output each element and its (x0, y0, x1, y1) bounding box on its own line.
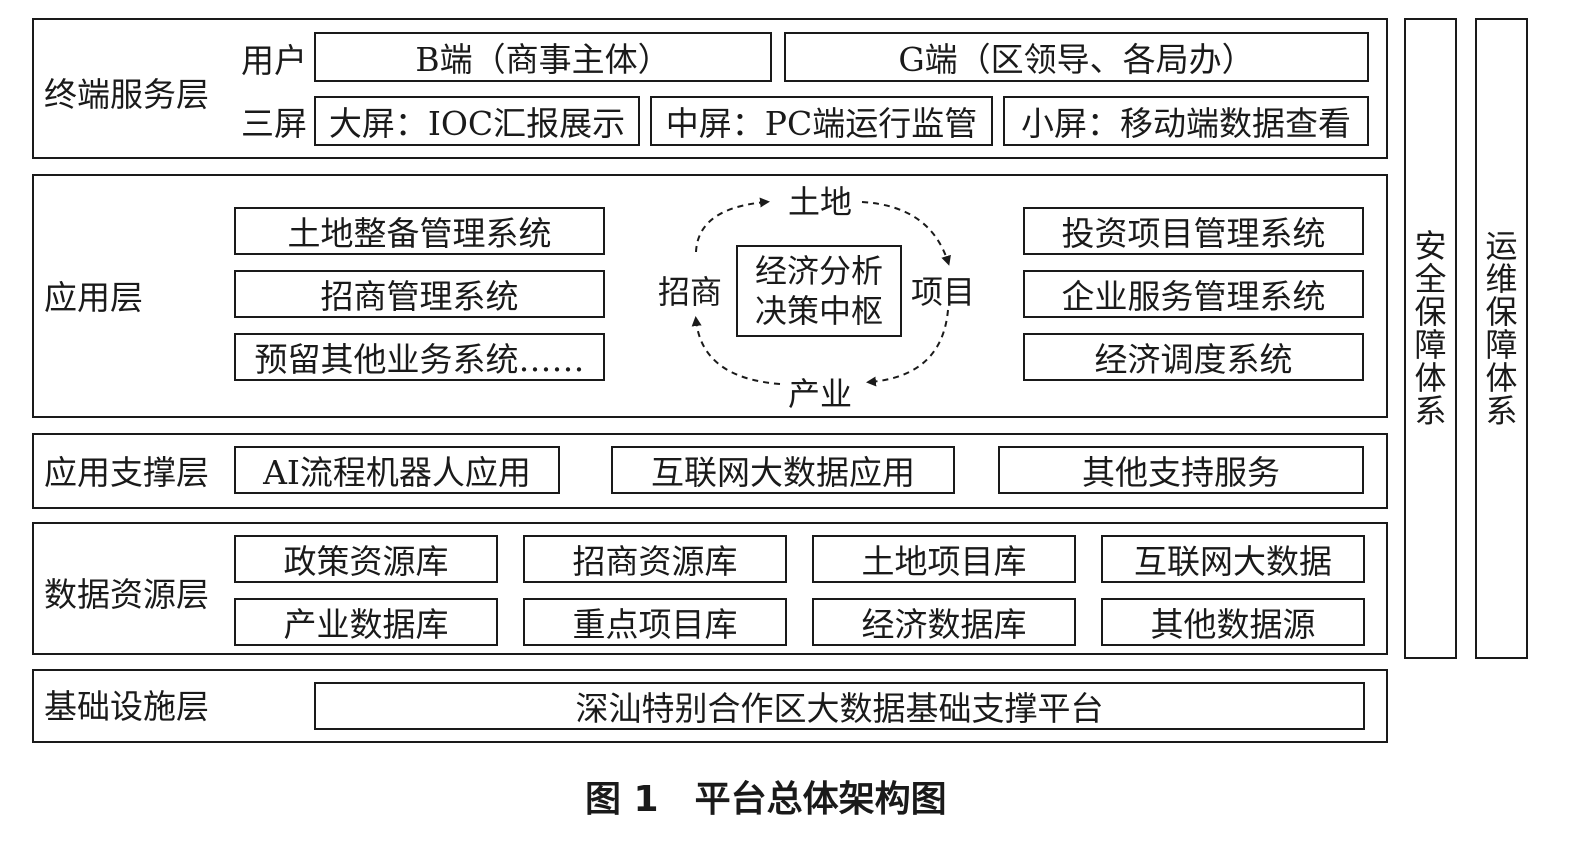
cycle-label-recruit: 招商 (658, 273, 723, 311)
arrow-recruit-to-land (695, 197, 770, 253)
data-layer-title: 数据资源层 (44, 575, 209, 614)
ops-column-text: 运 维 保 障 体 系 (1485, 227, 1518, 430)
security-column: 安 全 保 障 体 系 (1404, 18, 1457, 659)
other-datasource-box: 其他数据源 (1101, 598, 1365, 646)
investment-project-system-box: 投资项目管理系统 (1023, 207, 1364, 255)
industry-db-box: 产业数据库 (234, 598, 498, 646)
land-project-db-box: 土地项目库 (812, 535, 1076, 583)
investment-attraction-system-box: 招商管理系统 (234, 270, 605, 318)
application-layer-title: 应用层 (44, 278, 143, 317)
policy-db-box: 政策资源库 (234, 535, 498, 583)
cycle-label-land: 土地 (788, 183, 853, 221)
ops-column: 运 维 保 障 体 系 (1475, 18, 1528, 659)
cycle-label-industry: 产业 (788, 375, 853, 413)
user-b-box: B端（商事主体） (314, 32, 772, 82)
decision-hub-box: 经济分析 决策中枢 (736, 245, 902, 337)
economic-db-box: 经济数据库 (812, 598, 1076, 646)
reserved-system-box: 预留其他业务系统…… (234, 333, 605, 381)
decision-hub-line2: 决策中枢 (754, 292, 883, 330)
decision-hub-line1: 经济分析 (754, 252, 883, 290)
user-label: 用户 (241, 41, 307, 80)
screen-label: 三屏 (241, 104, 307, 143)
infra-layer-title: 基础设施层 (44, 687, 209, 726)
infrastructure-layer (32, 669, 1388, 743)
arrow-project-to-industry (866, 309, 949, 387)
platform-box: 深汕特别合作区大数据基础支撑平台 (314, 682, 1365, 730)
support-layer-title: 应用支撑层 (44, 453, 209, 492)
small-screen-box: 小屏：移动端数据查看 (1003, 96, 1369, 146)
enterprise-service-system-box: 企业服务管理系统 (1023, 270, 1364, 318)
application-support-layer (32, 433, 1388, 509)
user-g-box: G端（区领导、各局办） (784, 32, 1369, 82)
terminal-service-layer (32, 18, 1388, 159)
internet-bigdata-app-box: 互联网大数据应用 (611, 446, 955, 494)
terminal-layer-title: 终端服务层 (44, 75, 209, 114)
recruit-db-box: 招商资源库 (523, 535, 787, 583)
application-layer (32, 174, 1388, 418)
figure-caption: 图 1 平台总体架构图 (585, 779, 947, 820)
cycle-label-project: 项目 (911, 273, 976, 311)
other-support-box: 其他支持服务 (998, 446, 1364, 494)
economic-dispatch-system-box: 经济调度系统 (1023, 333, 1364, 381)
internet-bigdata-box: 互联网大数据 (1101, 535, 1365, 583)
big-screen-box: 大屏：IOC汇报展示 (314, 96, 640, 146)
arrow-industry-to-recruit (691, 316, 781, 385)
mid-screen-box: 中屏：PC端运行监管 (650, 96, 993, 146)
ai-robot-box: AI流程机器人应用 (234, 446, 560, 494)
arrow-land-to-project (861, 201, 951, 266)
key-project-db-box: 重点项目库 (523, 598, 787, 646)
data-resource-layer (32, 522, 1388, 655)
cycle-arrows (691, 197, 951, 387)
land-system-box: 土地整备管理系统 (234, 207, 605, 255)
security-column-text: 安 全 保 障 体 系 (1414, 227, 1447, 430)
